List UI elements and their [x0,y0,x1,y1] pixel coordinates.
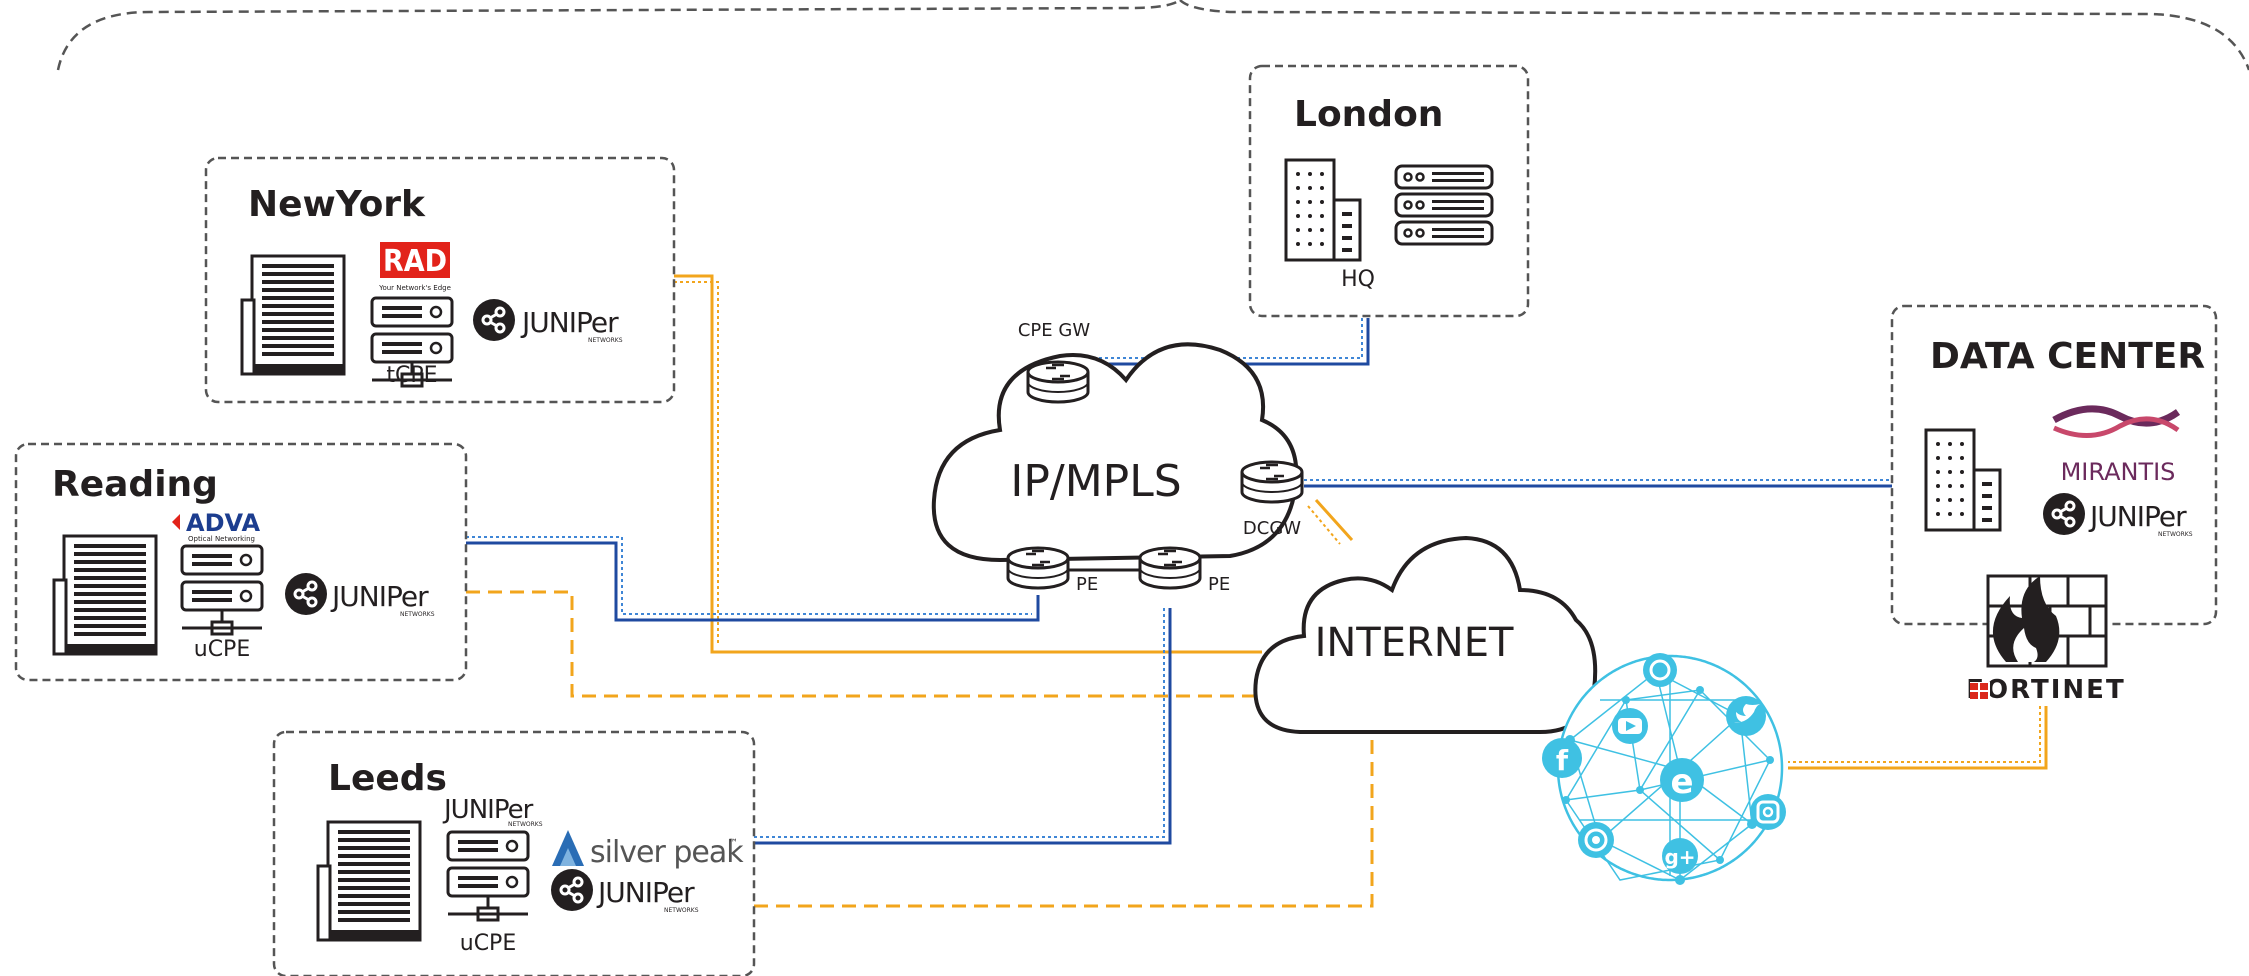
svg-text:NETWORKS: NETWORKS [664,907,699,914]
silverpeak-logo: silver peak ™ [552,830,745,870]
link-leeds-internet [754,736,1374,908]
site-newyork: NewYork RAD Your Network's Edge tCPE JUN… [204,156,676,404]
building-icon [240,254,346,376]
site-london-border [1248,64,1530,318]
adva-logo: ADVA Optical Networking [172,509,260,543]
juniper-logo: JUNIPer [2088,500,2187,533]
router-pe2-icon [1138,546,1202,590]
links [466,274,2048,908]
ucpe-device-icon [446,830,530,922]
fortinet-firewall: FORTINET [1966,574,2125,705]
dc-building-icon [1924,428,2002,532]
twitter-icon [1726,696,1766,736]
svg-text:NETWORKS: NETWORKS [400,611,435,618]
building-icon [316,820,422,942]
instagram-icon [1750,794,1786,830]
site-leeds-border [272,730,756,976]
juniper-icon [283,571,329,617]
link-dcgw-internet [1314,498,1354,542]
site-leeds-title: Leeds [328,758,447,799]
router-cpe-gw-icon [1026,360,1090,404]
mirantis-logo: MIRANTIS [2052,405,2181,486]
link-reading-internet [466,590,1262,698]
site-reading-border [14,442,468,682]
site-reading-title: Reading [52,464,218,505]
juniper-logo-top: JUNIPer [442,795,534,825]
svg-text:NETWORKS: NETWORKS [588,337,623,344]
hq-label: HQ [1341,267,1375,292]
site-london-title: London [1294,94,1443,135]
juniper-icon [471,297,517,343]
router-pe1-label: PE [1076,574,1098,595]
svg-text:g+: g+ [1664,845,1695,869]
router-dcgw-icon [1240,460,1304,504]
svg-text:Your Network's Edge: Your Network's Edge [378,284,451,292]
cloud-mpls-label: IP/MPLS [1010,456,1181,507]
facebook-icon: f [1542,738,1582,778]
svg-text:™: ™ [728,838,738,849]
link-reading-pe1 [466,541,1040,622]
site-datacenter-title: DATA CENTER [1930,336,2205,377]
ie-icon: e [1660,758,1704,802]
juniper-icon [549,867,595,913]
tcpe-label: tCPE [386,363,437,388]
router-pe2-label: PE [1208,574,1230,595]
cloud-internet-label: INTERNET [1315,620,1514,666]
whatsapp-icon [1643,653,1677,687]
link-newyork-internet [674,274,1262,654]
site-reading: Reading ADVA Optical Networking uCPE JUN… [14,442,468,682]
juniper-logo: JUNIPer [330,580,429,613]
juniper-logo: JUNIPer [596,876,695,909]
youtube-icon [1612,708,1648,744]
svg-text:e: e [1670,762,1693,802]
hq-building-icon [1284,158,1362,262]
router-pe1-icon [1006,546,1070,590]
svg-text:Optical Networking: Optical Networking [188,535,255,543]
cloud-mpls: IP/MPLS CPE GW DCGW PE PE [931,320,1304,595]
cloud-internet-shape [1253,535,1598,734]
svg-text:silver peak: silver peak [590,835,744,870]
top-region-border [56,0,2249,71]
rad-logo: RAD Your Network's Edge [378,242,451,292]
juniper-logo: JUNIPer [520,306,619,339]
ucpe-device-icon [180,544,264,636]
router-cpe-gw-label: CPE GW [1018,320,1090,341]
svg-text:MIRANTIS: MIRANTIS [2061,458,2176,486]
fortinet-logo: FORTINET [1966,675,2125,705]
svg-text:f: f [1556,744,1569,777]
svg-text:ADVA: ADVA [186,509,260,537]
router-dcgw-label: DCGW [1243,518,1301,539]
site-leeds: Leeds JUNIPer NETWORKS uCPE silver peak … [272,730,756,976]
ucpe-label: uCPE [194,637,250,662]
site-newyork-title: NewYork [248,184,426,225]
svg-text:NETWORKS: NETWORKS [2158,531,2193,538]
ucpe-label: uCPE [460,931,516,956]
social-network-globe: f e g+ [1542,653,1786,885]
building-icon [52,534,158,656]
link-leeds-pe2 [754,608,1172,845]
site-newyork-border [204,156,676,404]
server-rack-icon [1394,164,1494,246]
svg-text:NETWORKS: NETWORKS [508,821,543,828]
cloud-internet: INTERNET [1253,535,1598,734]
firewall-icon [1986,574,2108,668]
link-fortinet-social [1788,706,2048,770]
chrome-icon [1578,822,1614,858]
juniper-icon [2041,491,2087,537]
googleplus-icon: g+ [1662,838,1698,874]
svg-text:RAD: RAD [383,244,447,279]
site-london: London HQ [1248,64,1530,318]
